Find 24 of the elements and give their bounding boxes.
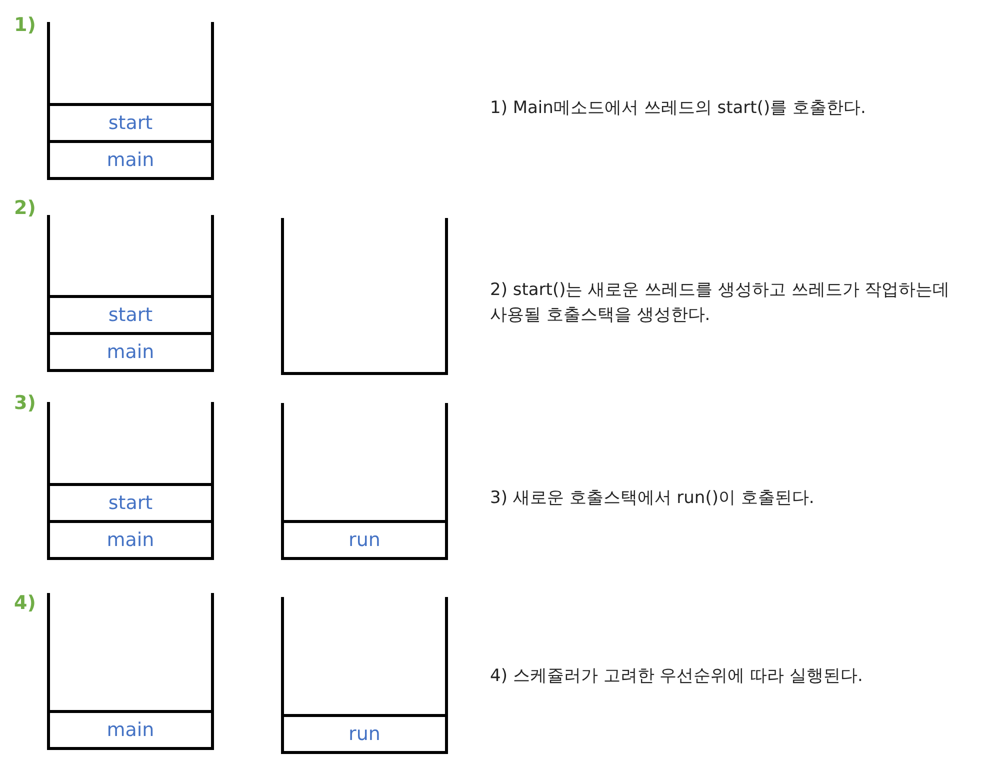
call-stack — [281, 403, 448, 560]
step-description: 2) start()는 새로운 쓰레드를 생성하고 쓰레드가 작업하는데 사용될 호출스택을 생성한다. — [490, 279, 951, 327]
stack-frame: run — [284, 520, 445, 557]
step-description: 1) Main메소드에서 쓰레드의 start()를 호출한다. — [490, 97, 867, 120]
call-stack — [281, 597, 448, 754]
step-number: 3) — [14, 392, 36, 414]
stack-frame: start — [50, 295, 211, 332]
stack-frame: main — [50, 140, 211, 177]
stack-frame: main — [50, 520, 211, 557]
call-stack — [47, 402, 214, 560]
step-description: 3) 새로운 호출스택에서 run()이 호출된다. — [490, 487, 816, 510]
step-number: 1) — [14, 14, 36, 36]
call-stack — [47, 22, 214, 180]
call-stack — [47, 215, 214, 372]
step-number: 2) — [14, 197, 36, 219]
stack-frame: main — [50, 332, 211, 369]
step-number: 4) — [14, 592, 36, 614]
stack-frame: start — [50, 103, 211, 140]
call-stack — [281, 218, 448, 375]
call-stack — [47, 593, 214, 750]
step-description: 4) 스케쥴러가 고려한 우선순위에 따라 실행된다. — [490, 665, 864, 688]
stack-frame: run — [284, 714, 445, 751]
stack-frame: main — [50, 710, 211, 747]
stack-frame: start — [50, 483, 211, 520]
